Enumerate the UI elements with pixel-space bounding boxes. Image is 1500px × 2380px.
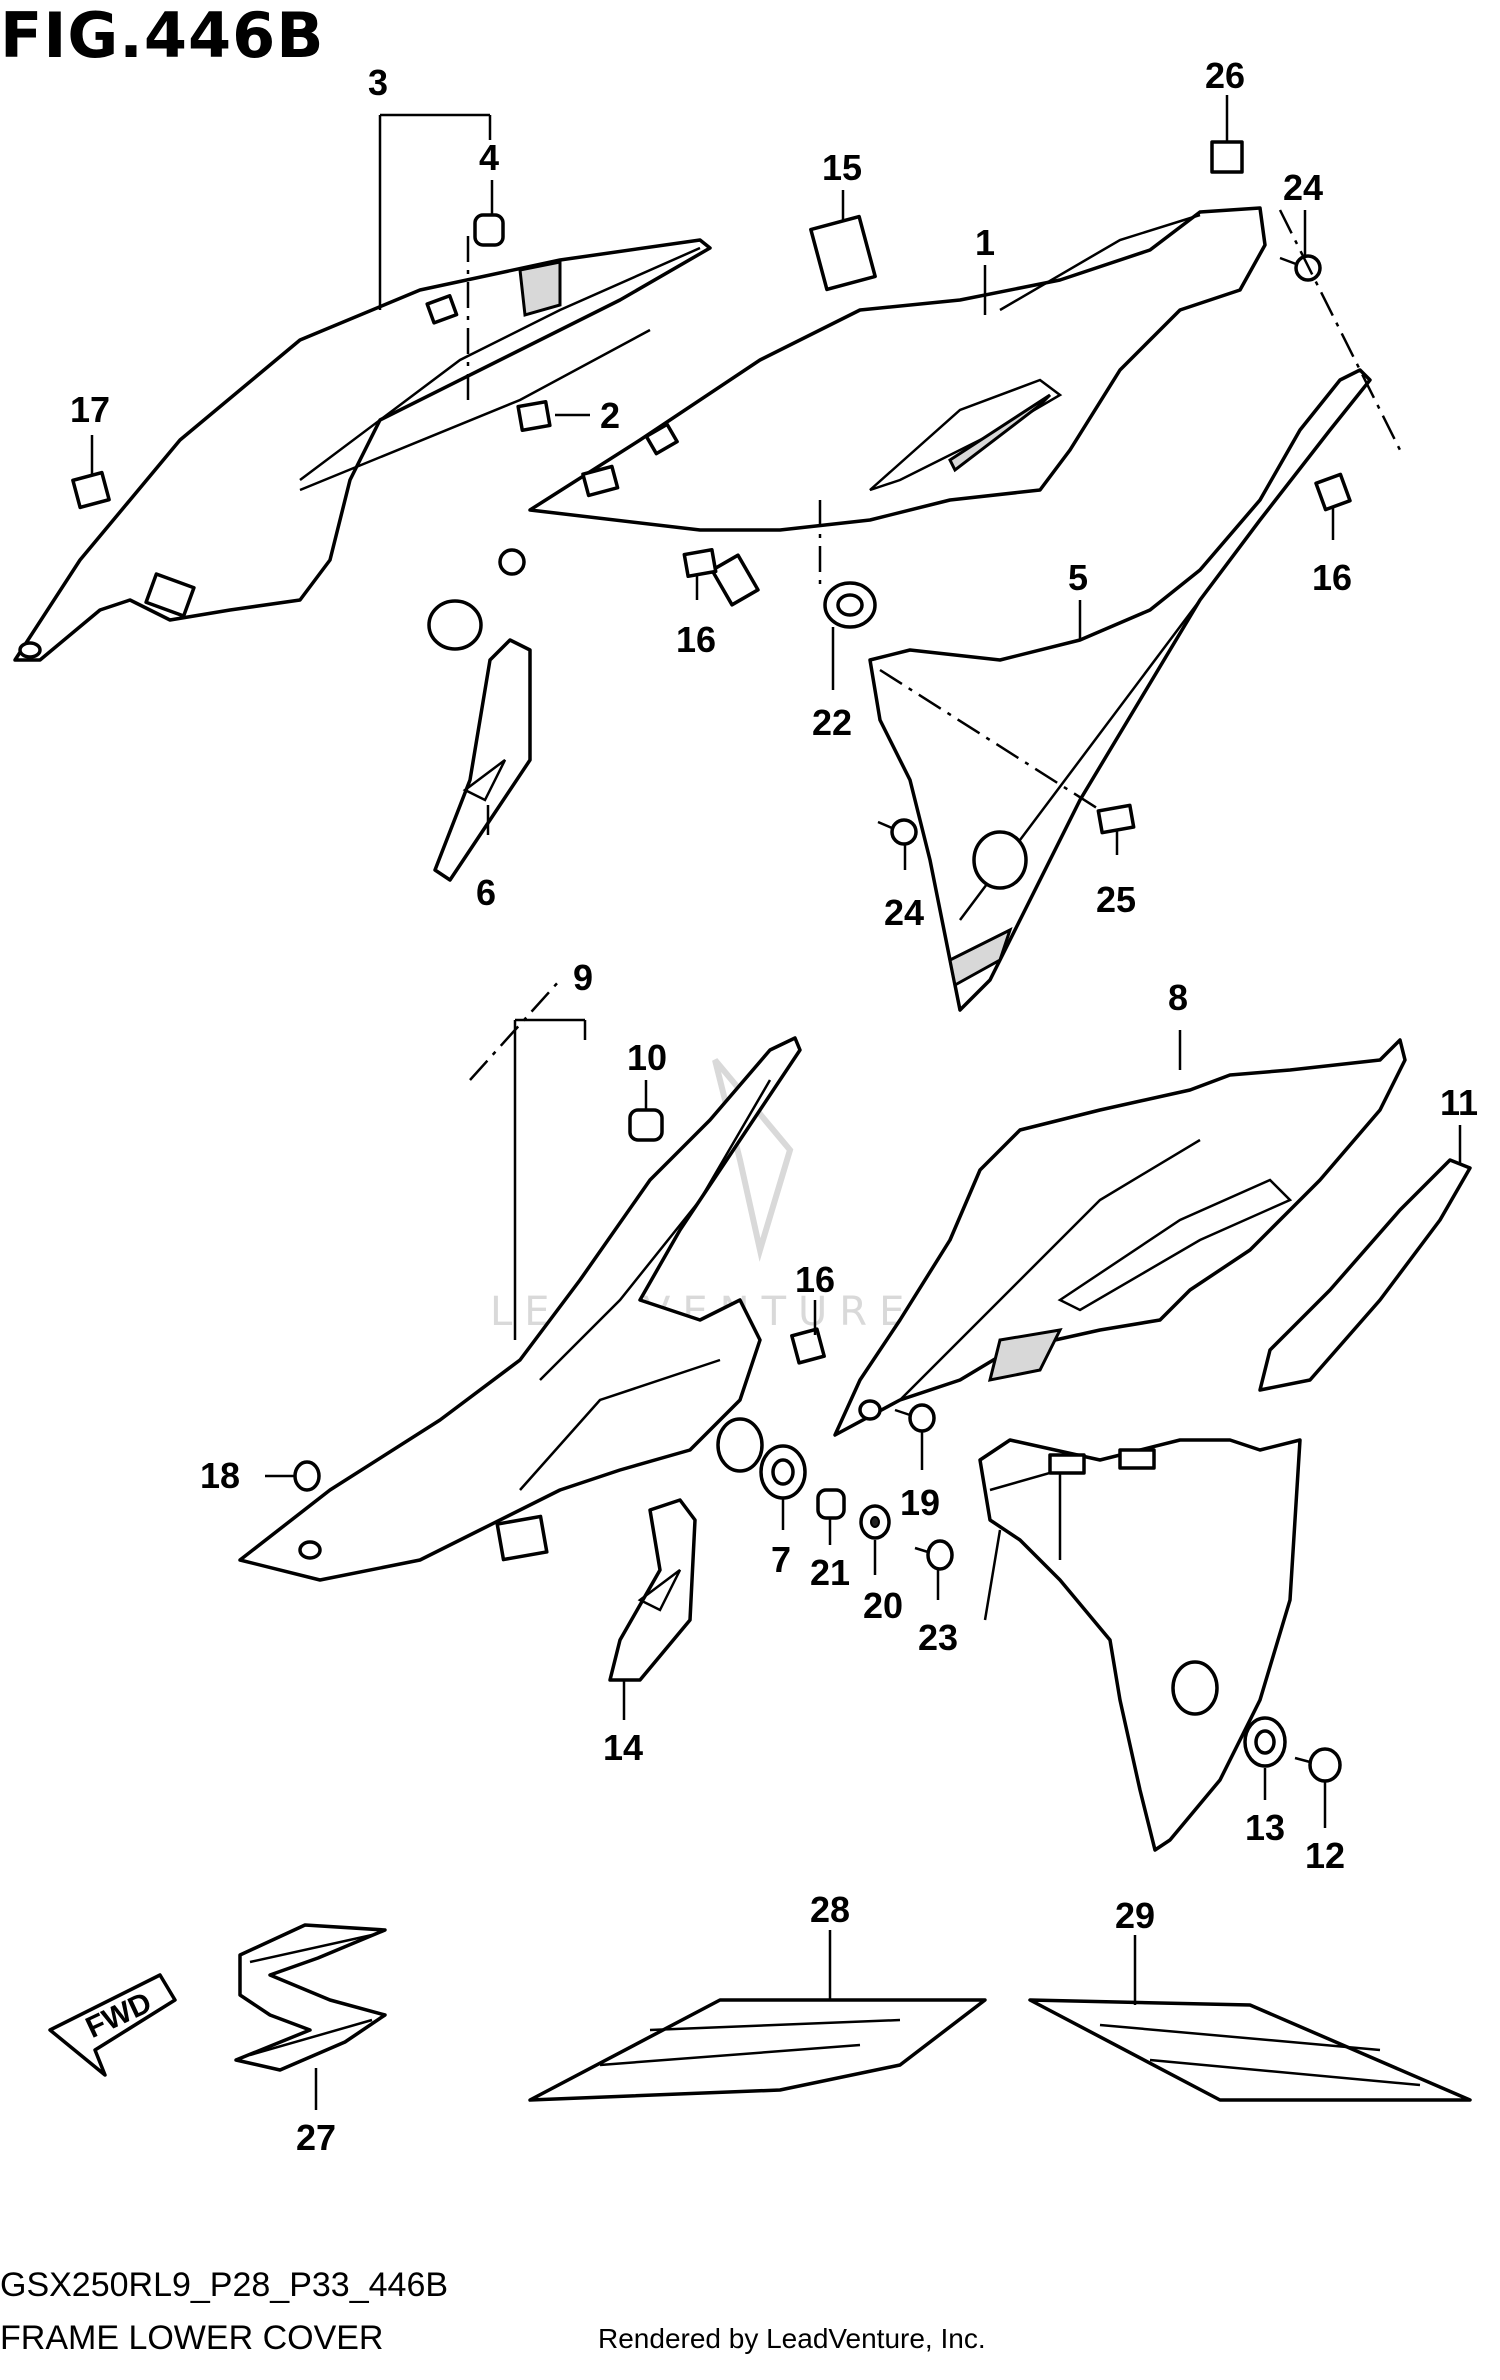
- label-part-10[interactable]: 10: [627, 1037, 667, 1078]
- label-part-1[interactable]: 1: [975, 222, 995, 263]
- lower-inner-panel: [978, 1438, 1302, 1852]
- part-14-bracket[interactable]: [608, 1498, 697, 1682]
- part-1-right-cover[interactable]: [528, 206, 1267, 607]
- part-11-side-strip[interactable]: [1258, 1158, 1472, 1392]
- part-27-emblem[interactable]: [234, 1923, 387, 2072]
- figure-title: FIG.446B: [0, 0, 325, 72]
- figure-name: FRAME LOWER COVER: [0, 2319, 384, 2357]
- part-12-screw[interactable]: [1294, 1747, 1342, 1783]
- part-4-grommet[interactable]: [473, 213, 505, 247]
- stud: [498, 548, 526, 576]
- part-10-grommet[interactable]: [628, 1108, 664, 1142]
- render-credit: Rendered by LeadVenture, Inc.: [598, 2323, 986, 2354]
- part-5-side-panel[interactable]: [868, 368, 1372, 1012]
- label-part-24a[interactable]: 24: [1283, 167, 1323, 208]
- label-part-9[interactable]: 9: [573, 957, 593, 998]
- label-part-2[interactable]: 2: [600, 395, 620, 436]
- leader-lines: [90, 95, 1462, 2110]
- part-26-pad[interactable]: [1210, 140, 1244, 174]
- label-part-8[interactable]: 8: [1168, 977, 1188, 1018]
- part-25-pad[interactable]: [1096, 803, 1136, 835]
- part-28-decal[interactable]: [528, 1998, 987, 2102]
- label-part-7[interactable]: 7: [771, 1539, 791, 1580]
- label-part-5[interactable]: 5: [1068, 557, 1088, 598]
- label-part-26[interactable]: 26: [1205, 55, 1245, 96]
- part-16-clip-lower[interactable]: [790, 1327, 826, 1365]
- label-part-23[interactable]: 23: [918, 1617, 958, 1658]
- part-23-screw[interactable]: [914, 1539, 954, 1571]
- label-part-13[interactable]: 13: [1245, 1807, 1285, 1848]
- part-24-screw-mid[interactable]: [877, 818, 918, 846]
- label-part-21[interactable]: 21: [810, 1552, 850, 1593]
- label-part-19[interactable]: 19: [900, 1482, 940, 1523]
- part-16-clip-top[interactable]: [1314, 472, 1352, 512]
- label-part-3[interactable]: 3: [368, 62, 388, 103]
- label-part-28[interactable]: 28: [810, 1889, 850, 1930]
- label-part-27[interactable]: 27: [296, 2117, 336, 2158]
- part-17-pad[interactable]: [71, 470, 111, 510]
- fwd-arrow-badge: FWD: [48, 1973, 177, 2077]
- part-8-lower-cover-right[interactable]: [833, 1038, 1407, 1437]
- model-code: GSX250RL9_P28_P33_446B: [0, 2266, 449, 2304]
- label-part-16a[interactable]: 16: [1312, 557, 1352, 598]
- part-20-washer[interactable]: [859, 1504, 891, 1540]
- bushing: [427, 599, 483, 651]
- label-part-18[interactable]: 18: [200, 1455, 240, 1496]
- label-part-4[interactable]: 4: [479, 137, 499, 178]
- part-24-screw-top[interactable]: [1279, 254, 1322, 282]
- label-part-29[interactable]: 29: [1115, 1895, 1155, 1936]
- part-9-lower-cover-left[interactable]: [238, 1036, 802, 1582]
- label-part-12[interactable]: 12: [1305, 1835, 1345, 1876]
- part-6-bracket[interactable]: [433, 638, 532, 882]
- label-part-24b[interactable]: 24: [884, 892, 924, 933]
- part-13-grommet[interactable]: [1243, 1716, 1287, 1768]
- part-2-clip[interactable]: [516, 400, 552, 432]
- part-29-decal[interactable]: [1028, 1998, 1472, 2102]
- label-part-16c[interactable]: 16: [795, 1259, 835, 1300]
- part-15-pad[interactable]: [809, 214, 877, 292]
- label-part-16b[interactable]: 16: [676, 619, 716, 660]
- label-part-14[interactable]: 14: [603, 1727, 643, 1768]
- part-7-grommet[interactable]: [759, 1444, 807, 1500]
- part-21-collar[interactable]: [816, 1488, 846, 1520]
- label-part-25[interactable]: 25: [1096, 879, 1136, 920]
- label-part-6[interactable]: 6: [476, 872, 496, 913]
- label-part-11[interactable]: 11: [1440, 1082, 1478, 1123]
- label-part-22[interactable]: 22: [812, 702, 852, 743]
- part-19-screw[interactable]: [894, 1403, 936, 1433]
- part-18-screw[interactable]: [265, 1460, 321, 1492]
- part-16-clip-left[interactable]: [682, 547, 718, 579]
- label-part-17[interactable]: 17: [70, 389, 110, 430]
- part-3-left-cowl[interactable]: [13, 238, 712, 662]
- label-part-15[interactable]: 15: [822, 147, 862, 188]
- part-22-grommet[interactable]: [823, 581, 877, 629]
- label-part-20[interactable]: 20: [863, 1585, 903, 1626]
- part-number-labels: 3 4 2 1 15 26 24 17 16 16 5 22 6 24 25 9…: [70, 55, 1478, 2158]
